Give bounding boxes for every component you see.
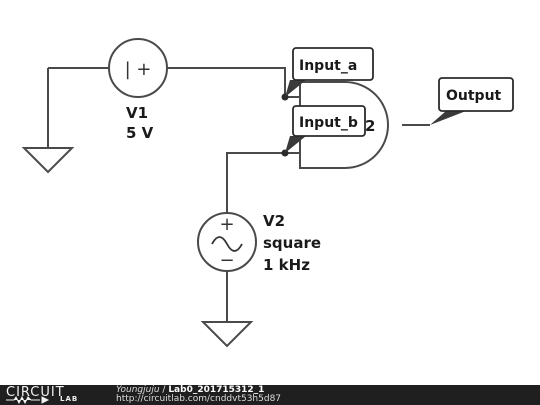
footer-bar: CIRCUIT LAB Youngjuju / Lab0_201715312_1… bbox=[0, 385, 540, 405]
wire-v2-to-gate bbox=[226, 152, 300, 213]
input-a-pointer bbox=[285, 80, 306, 97]
ground-left bbox=[21, 147, 75, 174]
v1-dc-source[interactable] bbox=[108, 38, 168, 98]
input-b-text: Input_b bbox=[299, 115, 358, 131]
gate-partial-label: 2 bbox=[365, 117, 375, 135]
output-box bbox=[438, 77, 514, 112]
input-b-pointer bbox=[285, 136, 306, 153]
author-link[interactable]: Youngjuju bbox=[116, 385, 160, 395]
output-pointer bbox=[430, 111, 466, 125]
logo-word: CIRCUIT bbox=[6, 385, 65, 400]
ground-bottom bbox=[200, 321, 254, 348]
v2-type: square bbox=[263, 234, 321, 252]
v1-value: 5 V bbox=[126, 124, 154, 142]
circuit-meta: Youngjuju / Lab0_201715312_1 http://circ… bbox=[116, 386, 281, 404]
net-label-output[interactable]: Output bbox=[430, 77, 514, 125]
circuit-url-link[interactable]: http://circuitlab.com/cnddvt53h5d87 bbox=[116, 394, 282, 404]
input-a-box bbox=[292, 47, 374, 81]
input-b-box bbox=[292, 105, 366, 137]
circuitlab-logo[interactable]: CIRCUIT LAB bbox=[6, 385, 98, 404]
output-text: Output bbox=[446, 88, 502, 104]
v2-signal-source[interactable] bbox=[197, 212, 257, 272]
v2-frequency: 1 kHz bbox=[263, 256, 310, 274]
v2-name: V2 bbox=[263, 212, 285, 230]
wire-v1-to-gate bbox=[167, 67, 286, 97]
input-a-text: Input_a bbox=[299, 58, 357, 74]
v1-name: V1 bbox=[126, 104, 148, 122]
logo-sub: LAB bbox=[60, 395, 79, 403]
circuit-title-link[interactable]: Lab0_201715312_1 bbox=[168, 385, 265, 395]
schematic-canvas: | + V1 5 V + − V2 square 1 kHz 2 Input_a… bbox=[21, 38, 514, 348]
sine-wave-icon bbox=[211, 236, 243, 252]
wires bbox=[47, 67, 430, 322]
net-label-input-a[interactable]: Input_a bbox=[285, 47, 374, 97]
v2-minus-symbol: − bbox=[219, 250, 234, 271]
meta-separator: / bbox=[159, 385, 169, 395]
net-label-input-b[interactable]: Input_b bbox=[285, 105, 366, 153]
v2-plus-symbol: + bbox=[219, 214, 234, 235]
logo-wave-icon bbox=[6, 396, 50, 404]
v1-polarity-symbol: | + bbox=[125, 59, 152, 80]
